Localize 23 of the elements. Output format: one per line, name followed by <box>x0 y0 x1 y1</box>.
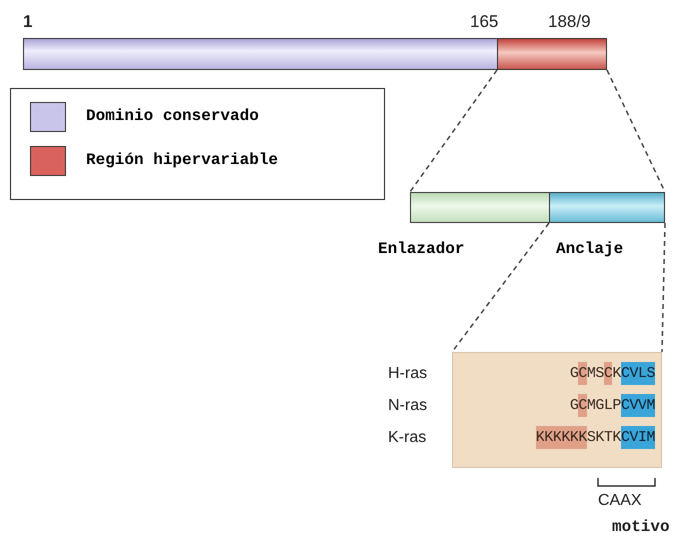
position-number: 165 <box>470 12 498 32</box>
protein-name: N-ras <box>388 397 428 415</box>
expansion-line <box>409 70 498 192</box>
expansion-line <box>451 222 550 352</box>
amino-acid-sequence: GCMSCKCVLS <box>570 365 655 382</box>
sequence-panel <box>452 352 662 468</box>
legend-label: Región hipervariable <box>86 151 278 169</box>
motif-label: motivo <box>612 518 670 536</box>
segment-label: Enlazador <box>378 240 464 258</box>
hypervariable-region-bar <box>497 38 607 70</box>
linker-segment <box>410 192 550 223</box>
position-number: 1 <box>23 12 32 32</box>
conserved-domain-bar <box>23 38 498 70</box>
position-number: 188/9 <box>548 12 591 32</box>
segment-label: Anclaje <box>556 240 624 258</box>
amino-acid-sequence: KKKKKKSKTKCVIM <box>536 429 655 446</box>
protein-name: H-ras <box>388 365 428 383</box>
amino-acid-sequence: GCMGLPCVVM <box>570 397 655 414</box>
expansion-line <box>661 222 666 352</box>
protein-name: K-ras <box>388 429 426 447</box>
anchor-segment <box>549 192 665 223</box>
motif-label: CAAX <box>598 492 642 510</box>
legend-label: Dominio conservado <box>86 107 259 125</box>
